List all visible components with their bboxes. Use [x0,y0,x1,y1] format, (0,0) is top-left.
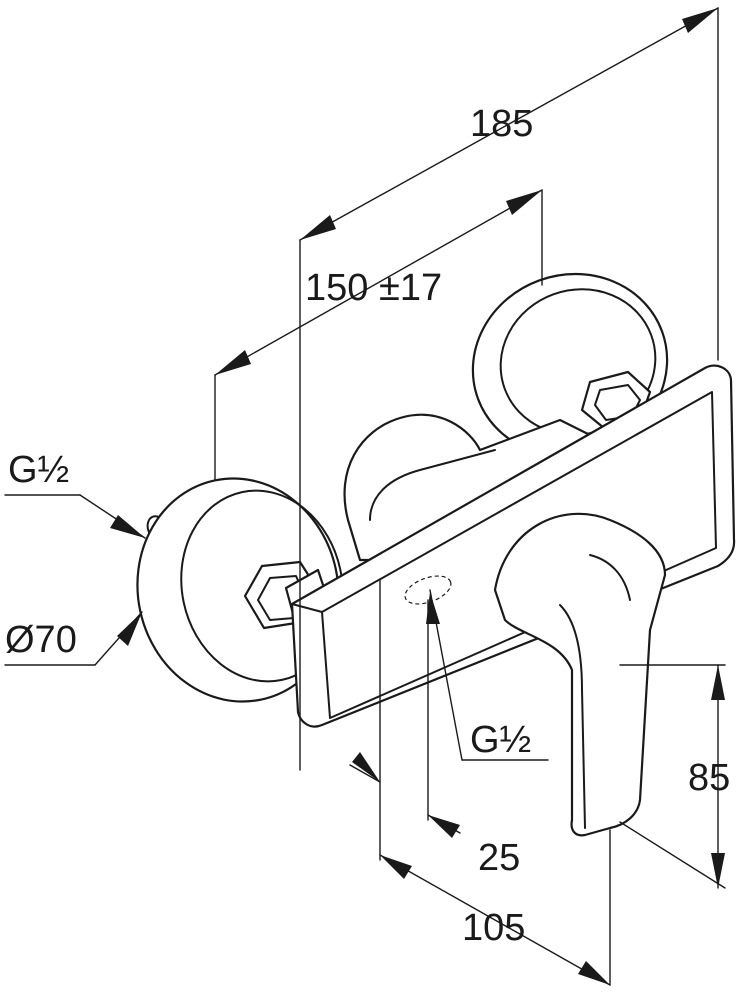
lever-handle [493,512,667,837]
arrow-150-right [506,190,542,215]
label-thread-left: G½ [8,449,69,491]
arrow-185-left [300,215,336,240]
arrow-150-left [215,350,251,375]
right-wall-flange [471,272,669,458]
label-depth: 105 [462,907,525,949]
label-overall-width: 185 [470,103,533,145]
label-thread-bottom: G½ [470,719,531,761]
label-handle-height: 85 [688,757,730,799]
dimension-lines [4,7,726,986]
arrow-thread-bottom [426,592,440,624]
arrow-thread-left [110,515,145,538]
arrow-185-right [682,8,718,33]
label-outlet-offset: 25 [478,837,520,879]
arrow-105-left [380,855,412,879]
arrow-diameter [117,612,142,646]
arrow-25-right [428,815,460,838]
arrow-105-right [578,961,610,985]
dimension-labels: 185 150 ±17 G½ Ø70 G½ 85 25 105 [5,103,730,949]
arrow-85-top [711,665,725,700]
label-center-distance: 150 ±17 [305,267,442,309]
mixer-center-body [343,413,602,562]
label-flange-diameter: Ø70 [5,619,77,661]
arrow-25-left [352,752,380,782]
arrow-85-bottom [711,853,725,888]
